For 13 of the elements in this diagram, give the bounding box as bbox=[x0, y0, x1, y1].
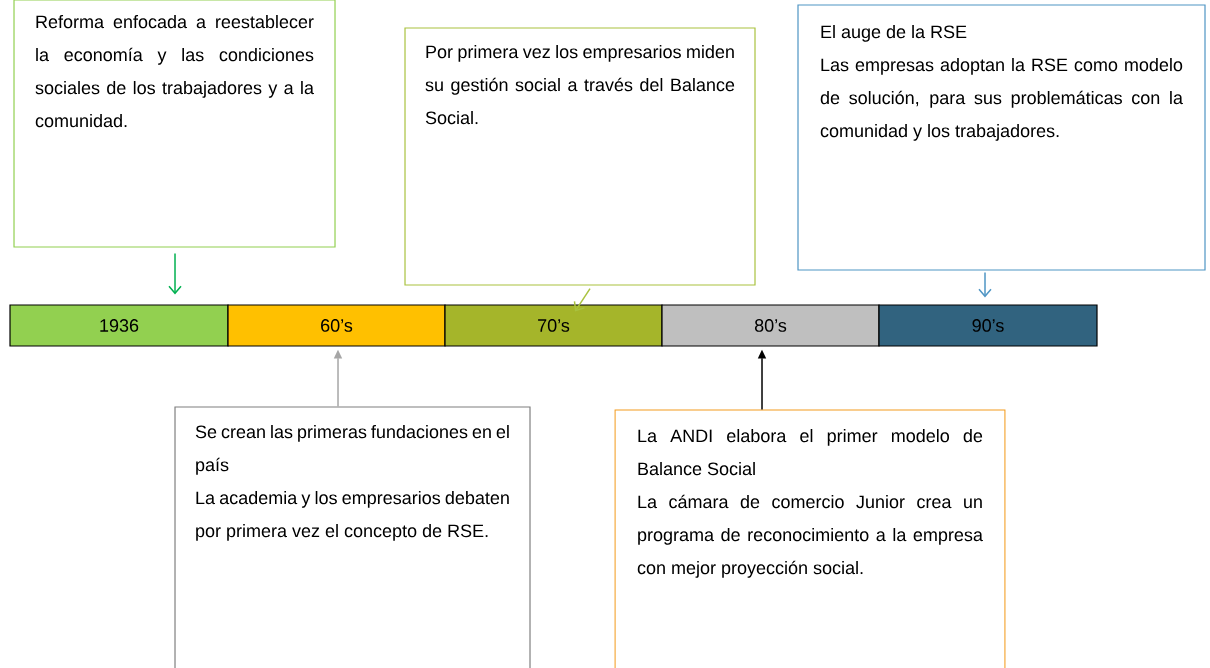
text-box: Por primera vez los empresarios miden su gestión social a través del Balance Social. bbox=[404, 27, 756, 286]
timeline-segment: 70’s bbox=[444, 304, 663, 347]
arrow bbox=[978, 271, 992, 298]
timeline-segment: 1936 bbox=[9, 304, 229, 347]
arrow bbox=[168, 252, 182, 295]
text-box: El auge de la RSE Las empresas adoptan la RSE como modelo de solución, para sus problemáticas con la comunidad y los trabajadores. bbox=[797, 4, 1206, 271]
timeline-segment: 90’s bbox=[878, 304, 1098, 347]
timeline-segment: 60’s bbox=[227, 304, 446, 347]
text-box: Se crean las primeras fundaciones en el país La academia y los empresarios debaten por primera vez el concepto de RSE. bbox=[174, 406, 531, 668]
timeline-segment: 80’s bbox=[661, 304, 880, 347]
arrow bbox=[573, 287, 591, 312]
text-box: Reforma enfocada a reestablecer la economía y las condiciones sociales de los trabajadores y a la comunidad. bbox=[13, 0, 336, 248]
text-box: La ANDI elabora el primer modelo de Balance Social La cámara de comercio Junior crea un programa de reconocimiento a la empresa con mejor proyección social. bbox=[614, 409, 1006, 668]
